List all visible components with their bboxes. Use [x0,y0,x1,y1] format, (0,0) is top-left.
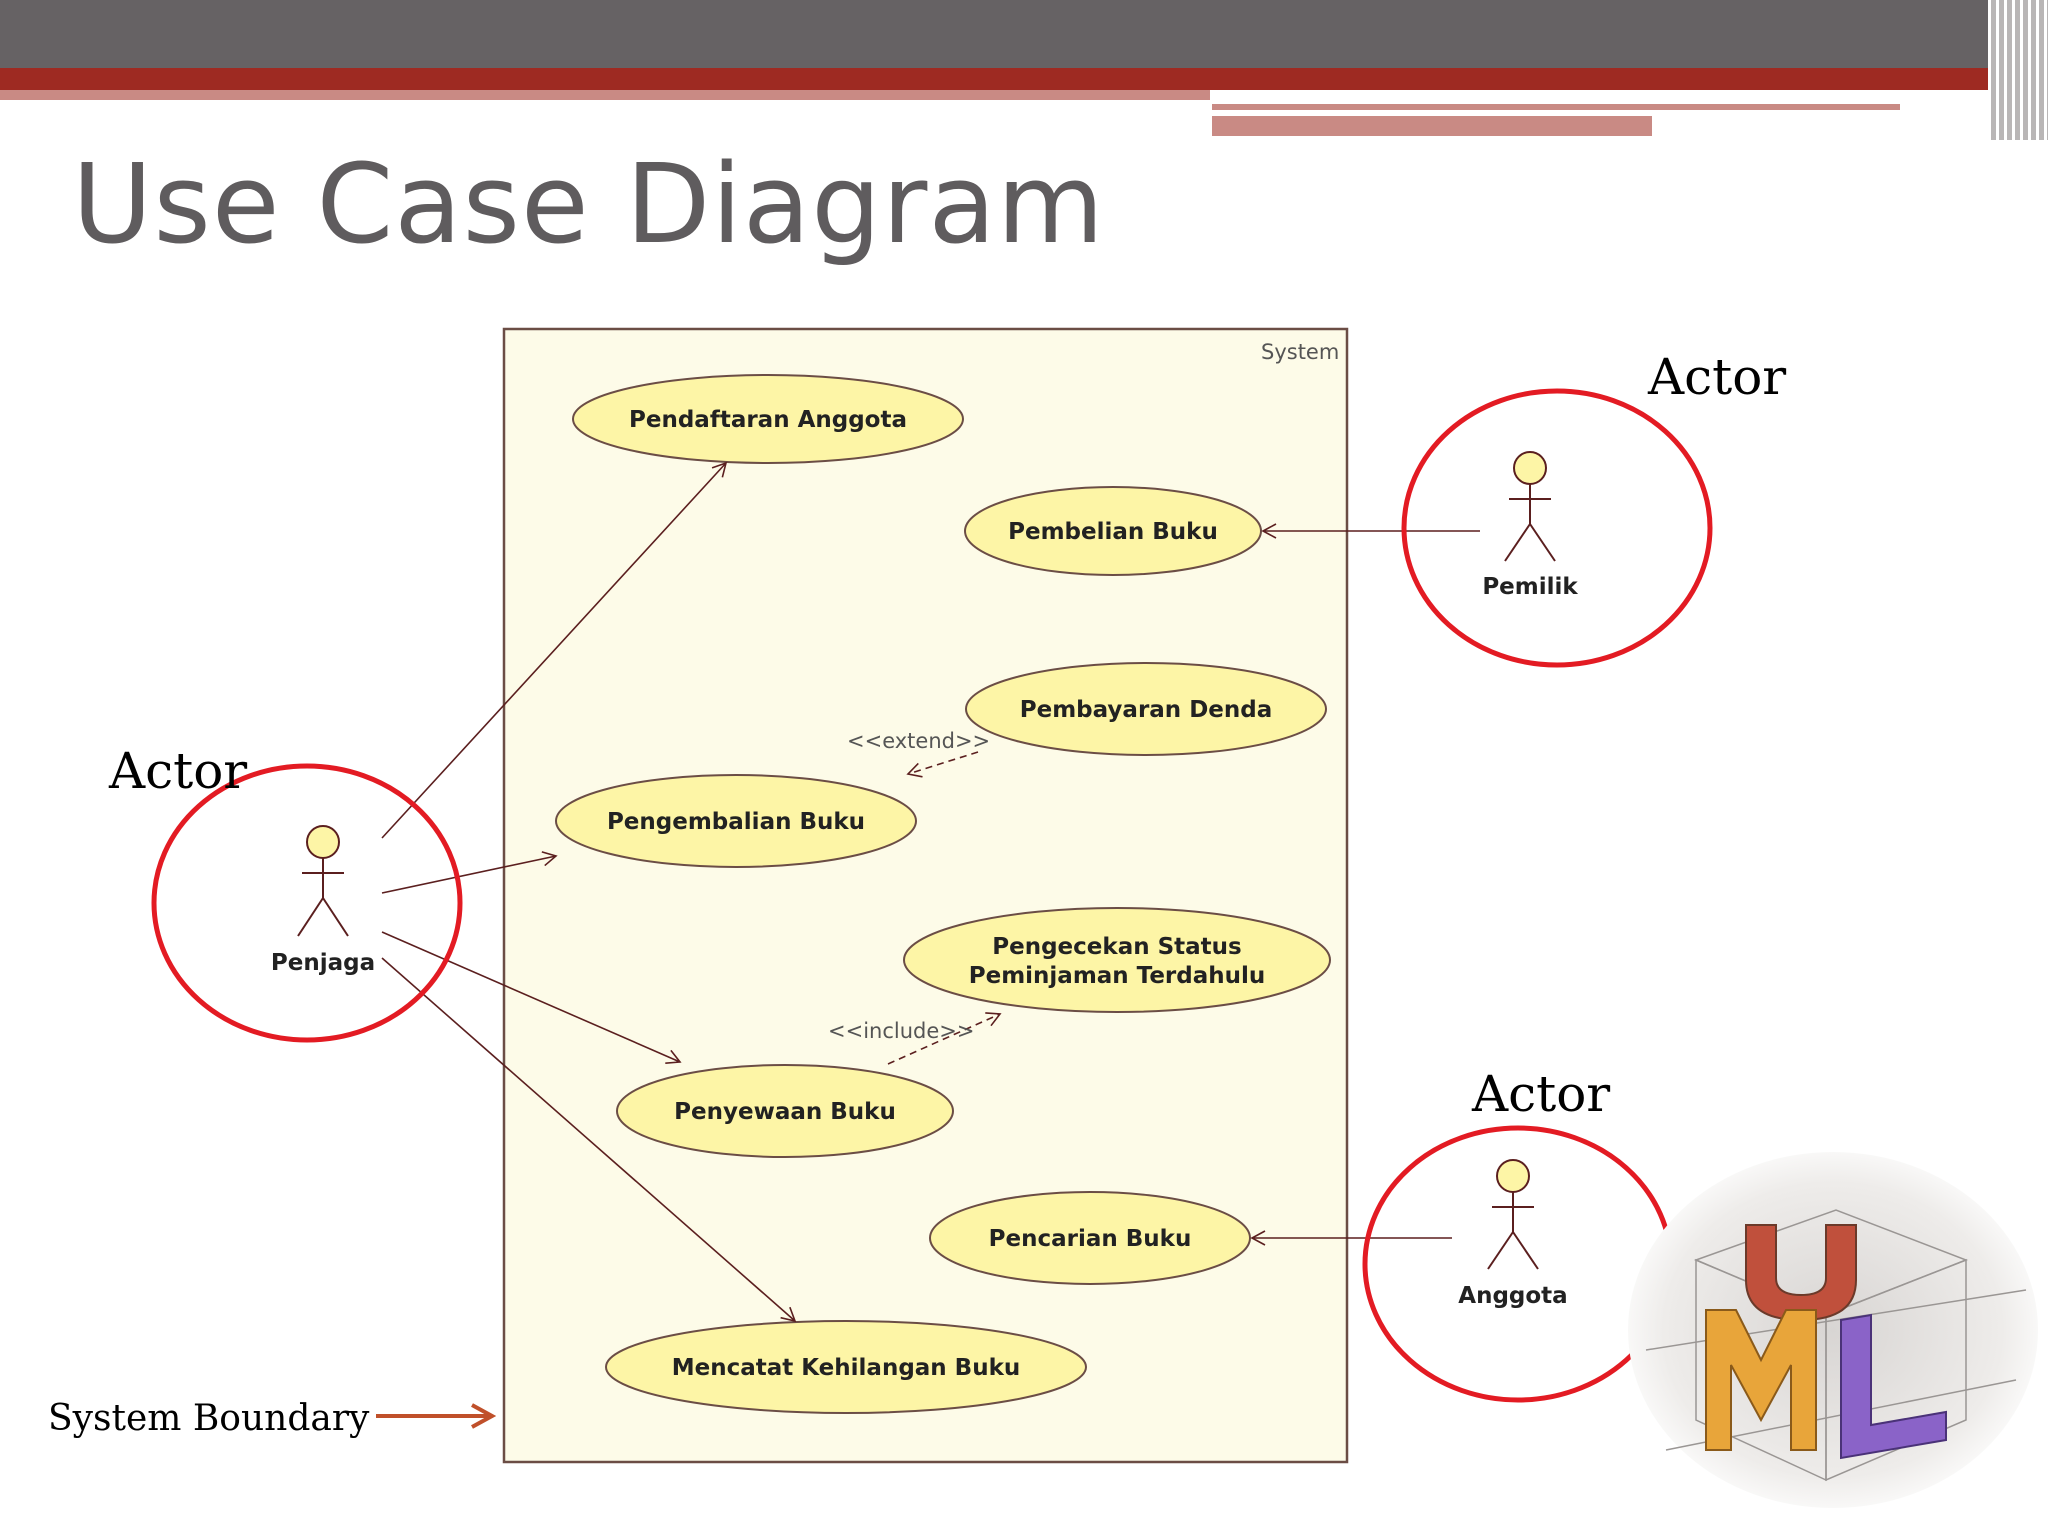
include-stereotype: <<include>> [828,1019,974,1043]
highlight-circle-pemilik [1401,388,1713,668]
slide-edge-decoration [1988,0,2048,140]
actor-anggota[interactable] [1487,1159,1539,1270]
association-penjaga-pendaftaran [381,461,728,839]
use-case-pembelian-buku[interactable]: Pembelian Buku [964,486,1262,576]
use-case-label: Pembayaran Denda [1020,697,1273,723]
use-case-mencatat-kehilangan-buku[interactable]: Mencatat Kehilangan Buku [605,1320,1087,1414]
actor-annotation-pemilik: Actor [1647,348,1786,406]
highlight-circle-penjaga [151,763,463,1043]
actor-head-icon [1513,451,1547,485]
uml-logo-icon [1628,1152,2038,1508]
association-penjaga-kehilangan [381,957,797,1323]
actor-penjaga[interactable] [297,825,349,937]
actor-name-pemilik: Pemilik [1482,574,1578,600]
use-case-label: Pencarian Buku [989,1226,1192,1252]
actor-head-icon [1496,1159,1530,1193]
actor-name-anggota: Anggota [1458,1283,1567,1309]
slide-accent-stripe [0,90,1210,100]
use-case-label: Pengecekan Status [992,934,1241,960]
use-case-pengembalian-buku[interactable]: Pengembalian Buku [555,774,917,868]
actor-pemilik[interactable] [1504,451,1556,562]
actor-annotation-penjaga: Actor [108,742,247,800]
slide-accent-bar [0,68,2048,90]
slide-accent-line [1212,104,1900,110]
system-boundary-annotation: System Boundary [48,1398,370,1439]
use-case-pendaftaran-anggota[interactable]: Pendaftaran Anggota [572,374,964,464]
include-relationship [887,1012,1002,1065]
extend-stereotype: <<extend>> [847,729,990,753]
actor-annotation-anggota: Actor [1471,1065,1610,1123]
slide-accent-block [1212,116,1652,136]
use-case-pencarian-buku[interactable]: Pencarian Buku [929,1191,1251,1285]
use-case-penyewaan-buku[interactable]: Penyewaan Buku [616,1064,954,1158]
system-label: System [1261,340,1339,364]
slide-top-bar [0,0,2048,68]
use-case-label: Pendaftaran Anggota [629,407,907,433]
extend-relationship [906,751,979,778]
use-case-label: Pembelian Buku [1008,519,1218,545]
actor-head-icon [306,825,340,859]
use-case-label: Penyewaan Buku [674,1099,896,1125]
association-penjaga-pengembalian [381,851,558,894]
use-case-label: Pengembalian Buku [607,809,865,835]
use-case-pembayaran-denda[interactable]: Pembayaran Denda [965,662,1327,756]
actor-name-penjaga: Penjaga [271,950,375,976]
association-penjaga-penyewaan [381,931,682,1065]
use-case-pengecekan-status[interactable]: Pengecekan Status Peminjaman Terdahulu [903,907,1331,1013]
system-boundary [502,327,1349,1464]
slide-title: Use Case Diagram [72,140,1105,268]
use-case-label: Mencatat Kehilangan Buku [672,1355,1021,1381]
use-case-label: Peminjaman Terdahulu [969,963,1266,989]
